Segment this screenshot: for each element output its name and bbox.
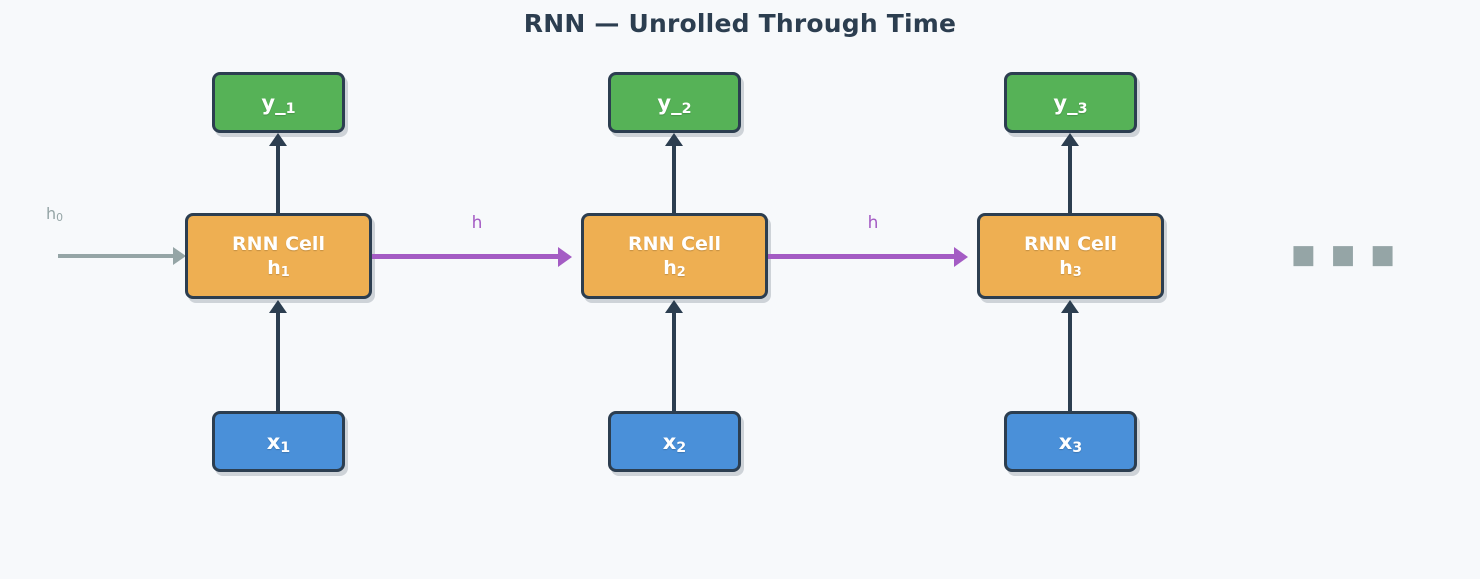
rnn-cell-1-state: h1 — [267, 256, 290, 281]
rnn-cell-3-state-sub: 3 — [1072, 265, 1082, 281]
initial-state-arrow — [58, 254, 174, 258]
rnn-cell-3-title: RNN Cell — [1024, 233, 1117, 256]
output-box-3[interactable]: y_3 — [1004, 72, 1137, 133]
output-label-2: y_2 — [657, 90, 692, 117]
initial-state-label-sub: 0 — [56, 211, 64, 225]
input-label-2-text: x — [662, 429, 677, 454]
output-label-2-text: y_ — [657, 90, 682, 115]
input-box-3[interactable]: x3 — [1004, 411, 1137, 472]
arrow-cell-to-output-2 — [672, 145, 676, 215]
initial-state-label-text: h — [46, 204, 57, 223]
rnn-cell-1-state-sub: 1 — [280, 265, 290, 281]
input-box-1[interactable]: x1 — [212, 411, 345, 472]
input-label-1: x1 — [266, 429, 291, 456]
rnn-cell-2-state: h2 — [663, 256, 686, 281]
rnn-cell-1[interactable]: RNN Cell h1 — [185, 213, 372, 299]
output-label-3: y_3 — [1053, 90, 1088, 117]
input-label-2: x2 — [662, 429, 687, 456]
input-label-3-sub: 3 — [1072, 439, 1083, 456]
input-label-2-sub: 2 — [676, 439, 687, 456]
rnn-cell-3-state-text: h — [1059, 256, 1073, 279]
rnn-cell-2-state-sub: 2 — [676, 265, 686, 281]
rnn-cell-1-state-text: h — [267, 256, 281, 279]
rnn-cell-2[interactable]: RNN Cell h2 — [581, 213, 768, 299]
output-box-2[interactable]: y_2 — [608, 72, 741, 133]
recurrent-label-2: h — [867, 213, 879, 233]
output-label-1: y_1 — [261, 90, 296, 117]
rnn-cell-3[interactable]: RNN Cell h3 — [977, 213, 1164, 299]
output-label-1-sub: 1 — [285, 100, 296, 117]
output-box-1[interactable]: y_1 — [212, 72, 345, 133]
input-label-3: x3 — [1058, 429, 1083, 456]
output-label-3-sub: 3 — [1077, 100, 1088, 117]
output-label-3-text: y_ — [1053, 90, 1078, 115]
input-label-1-text: x — [266, 429, 281, 454]
arrow-cell-to-output-3 — [1068, 145, 1072, 215]
page-title: RNN — Unrolled Through Time — [523, 9, 957, 38]
initial-state-label: h0 — [46, 204, 64, 225]
arrow-input-to-cell-3 — [1068, 312, 1072, 411]
rnn-cell-2-title: RNN Cell — [628, 233, 721, 256]
recurrent-label-1: h — [471, 213, 483, 233]
arrow-input-to-cell-1 — [276, 312, 280, 411]
arrow-input-to-cell-2 — [672, 312, 676, 411]
output-label-1-text: y_ — [261, 90, 286, 115]
input-label-3-text: x — [1058, 429, 1073, 454]
rnn-cell-2-state-text: h — [663, 256, 677, 279]
recurrent-arrow-1 — [372, 254, 559, 259]
input-label-1-sub: 1 — [280, 439, 291, 456]
arrow-cell-to-output-1 — [276, 145, 280, 215]
output-label-2-sub: 2 — [681, 100, 692, 117]
rnn-cell-1-title: RNN Cell — [232, 233, 325, 256]
rnn-cell-3-state: h3 — [1059, 256, 1082, 281]
recurrent-arrow-2 — [768, 254, 955, 259]
continuation-ellipsis-icon: ■ ■ ■ — [1291, 240, 1398, 270]
input-box-2[interactable]: x2 — [608, 411, 741, 472]
